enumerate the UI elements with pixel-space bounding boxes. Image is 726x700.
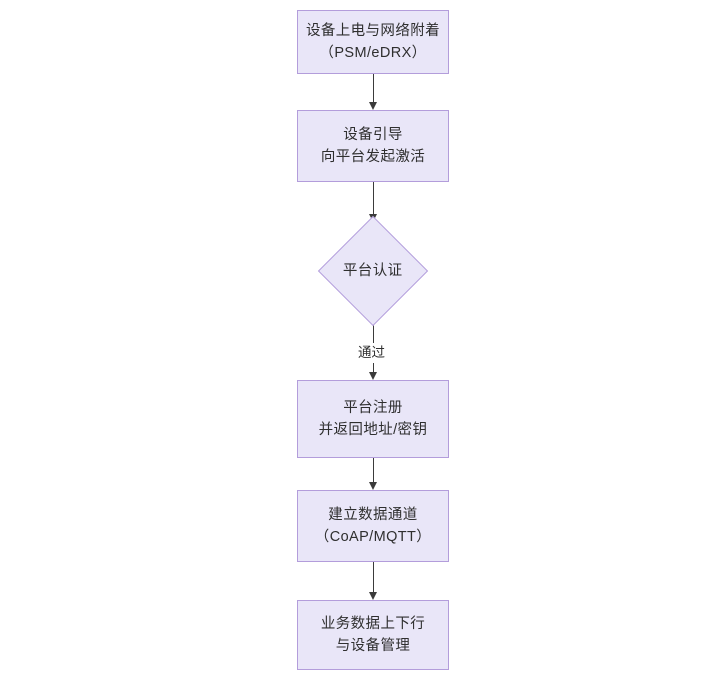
node-power-on-line-1: 设备上电与网络附着 xyxy=(305,22,441,39)
node-service-data-line-2: 与设备管理 xyxy=(335,638,411,654)
node-data-channel[interactable]: 建立数据通道 （CoAP/MQTT） xyxy=(297,490,449,562)
node-data-channel-line-1: 建立数据通道 xyxy=(328,506,418,523)
node-power-on-line-2: （PSM/eDRX） xyxy=(319,45,427,61)
edge-label-auth-pass: 通过 xyxy=(355,343,388,364)
node-platform-register[interactable]: 平台注册 并返回地址/密钥 xyxy=(297,380,449,458)
node-service-data[interactable]: 业务数据上下行 与设备管理 xyxy=(297,600,449,670)
arrowhead-icon xyxy=(368,592,377,600)
arrowhead-icon xyxy=(368,102,377,110)
node-bootstrap-line-2: 向平台发起激活 xyxy=(320,149,426,165)
node-power-on[interactable]: 设备上电与网络附着 （PSM/eDRX） xyxy=(297,10,449,74)
node-platform-auth-label: 平台认证 xyxy=(343,262,403,279)
node-platform-register-line-1: 平台注册 xyxy=(343,399,403,416)
arrowhead-icon xyxy=(368,372,377,380)
node-bootstrap-line-1: 设备引导 xyxy=(343,126,403,143)
node-data-channel-line-2: （CoAP/MQTT） xyxy=(314,529,432,545)
node-service-data-line-1: 业务数据上下行 xyxy=(320,615,426,632)
node-platform-auth[interactable]: 平台认证 xyxy=(317,215,429,327)
arrowhead-icon xyxy=(368,482,377,490)
node-platform-register-line-2: 并返回地址/密钥 xyxy=(318,422,428,438)
node-bootstrap[interactable]: 设备引导 向平台发起激活 xyxy=(297,110,449,182)
